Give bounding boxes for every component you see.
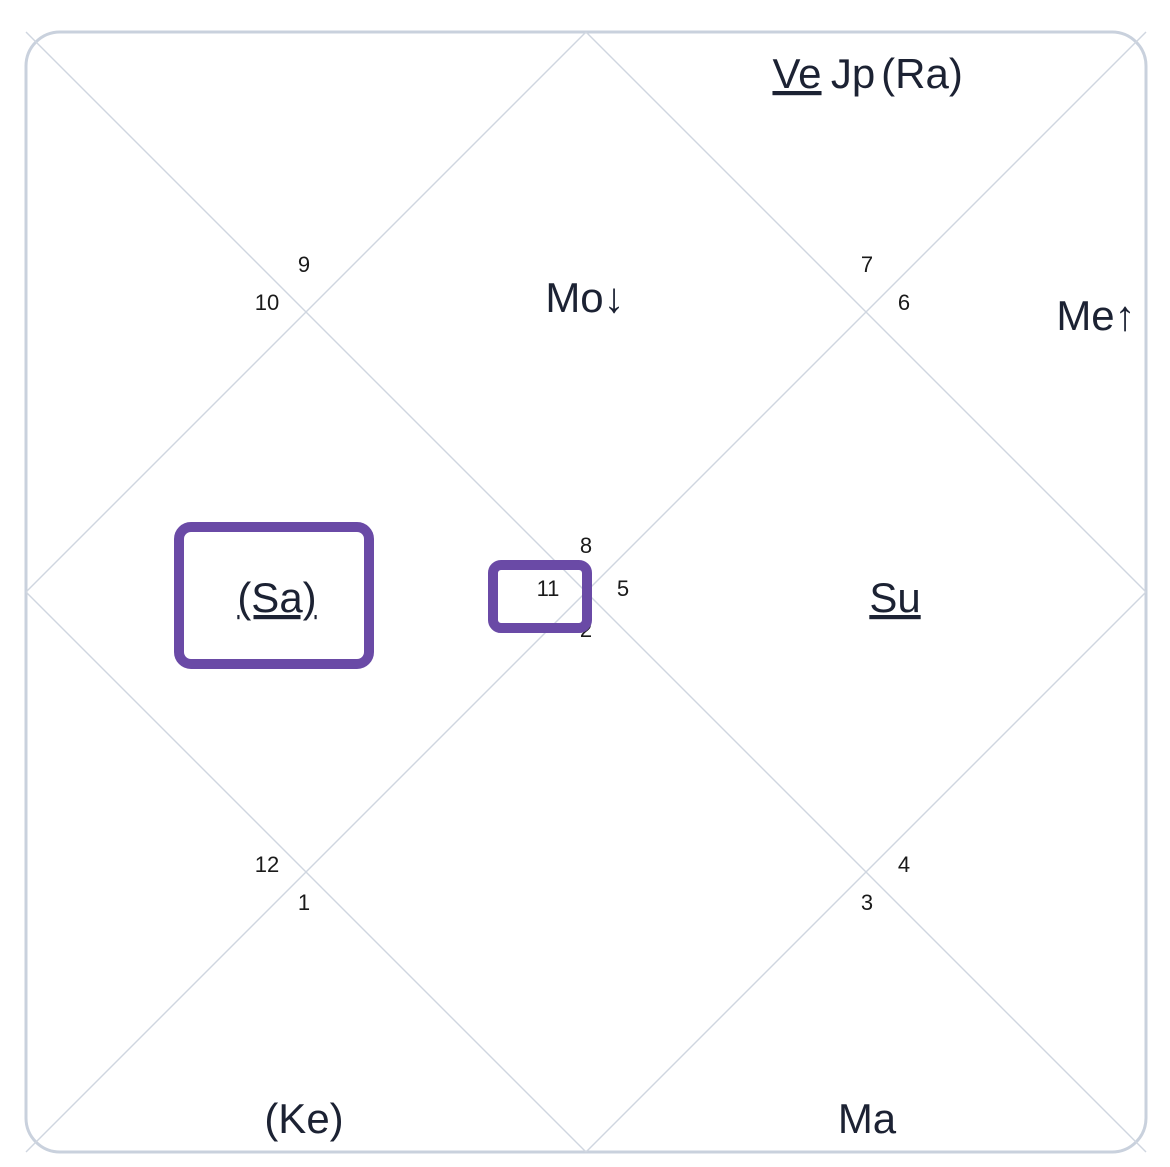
planet-sun: Su <box>869 574 920 621</box>
house-number-11: 11 <box>537 576 560 601</box>
planet-ketu: (Ke) <box>264 1095 343 1142</box>
planet-mercury: Me↑ <box>1056 292 1135 339</box>
planet-moon: Mo↓ <box>545 274 624 321</box>
planet-mars: Ma <box>838 1095 897 1142</box>
house-number-1: 1 <box>298 890 310 915</box>
house-number-8: 8 <box>580 533 592 558</box>
planet-venus: Ve <box>772 50 821 97</box>
planets: Ve Jp (Ra) Mo↓ Me↑ (Sa) Su (Ke) Ma <box>237 50 1135 1142</box>
highlight-box-saturn <box>174 522 374 669</box>
house-number-10: 10 <box>255 290 279 315</box>
highlights <box>174 522 592 669</box>
house-number-9: 9 <box>298 252 310 277</box>
diamond-edge-ne <box>585 31 1147 593</box>
house-number-3: 3 <box>861 890 873 915</box>
house-number-5: 5 <box>617 576 629 601</box>
planet-jupiter: Jp <box>831 50 875 97</box>
house-number-12: 12 <box>255 852 279 877</box>
diamond-edge-sw <box>25 591 587 1153</box>
highlight-box-house-11 <box>488 560 592 633</box>
diamond-edge-nw <box>25 31 587 593</box>
planet-rahu: (Ra) <box>881 50 963 97</box>
house-number-6: 6 <box>898 290 910 315</box>
planet-saturn: (Sa) <box>237 574 316 621</box>
diamond-edge-se <box>585 591 1147 1153</box>
house-number-4: 4 <box>898 852 910 877</box>
house-number-7: 7 <box>861 252 873 277</box>
